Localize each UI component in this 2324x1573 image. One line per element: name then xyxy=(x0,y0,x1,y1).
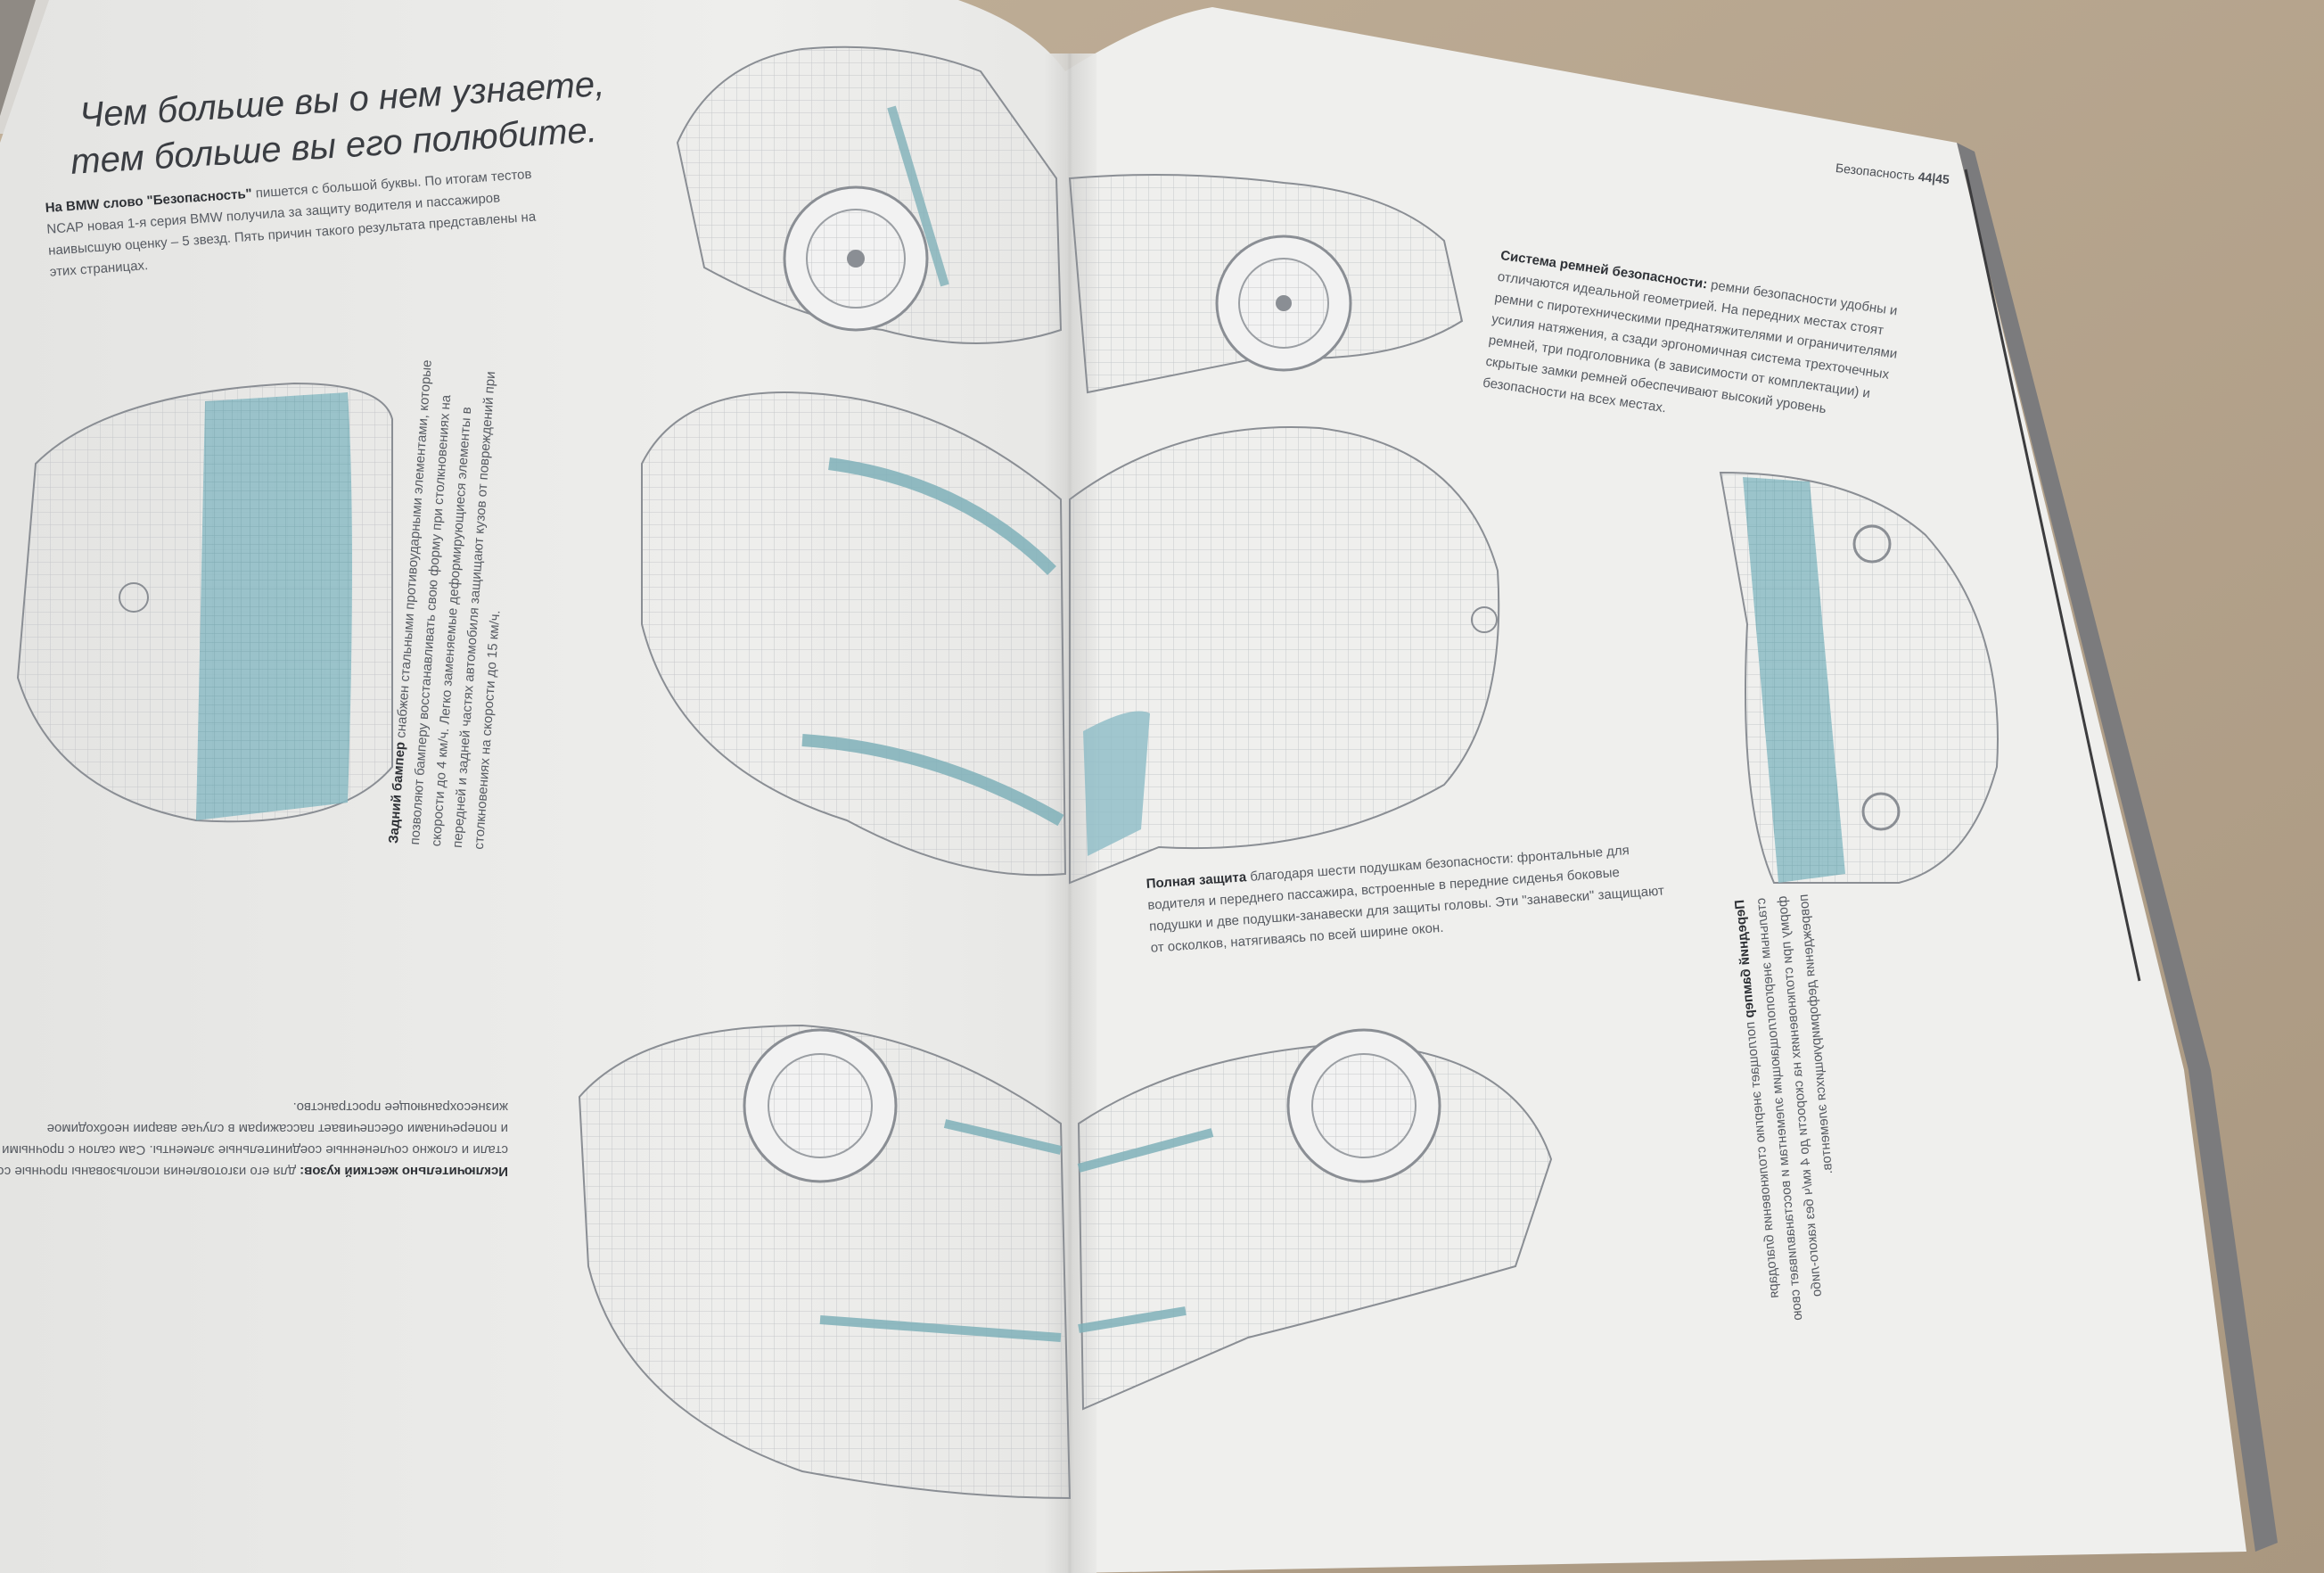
car-side-rear xyxy=(676,45,1063,344)
car-front-view xyxy=(1719,471,1999,884)
body-shell-paragraph: Исключительно жесткий кузов: для его изг… xyxy=(0,1096,508,1182)
page-rule xyxy=(1964,169,2141,982)
rear-bumper-lead: Задний бампер xyxy=(385,741,408,844)
airbags-lead: Полная защита xyxy=(1146,869,1247,892)
body-shell-lead: Исключительно жесткий кузов: xyxy=(300,1164,508,1179)
car-top-view xyxy=(641,391,1500,885)
car-underside-view xyxy=(578,1024,1553,1500)
car-side-front xyxy=(1068,174,1464,394)
car-rear-view xyxy=(16,382,393,823)
right-page-stack xyxy=(1957,143,2278,1552)
